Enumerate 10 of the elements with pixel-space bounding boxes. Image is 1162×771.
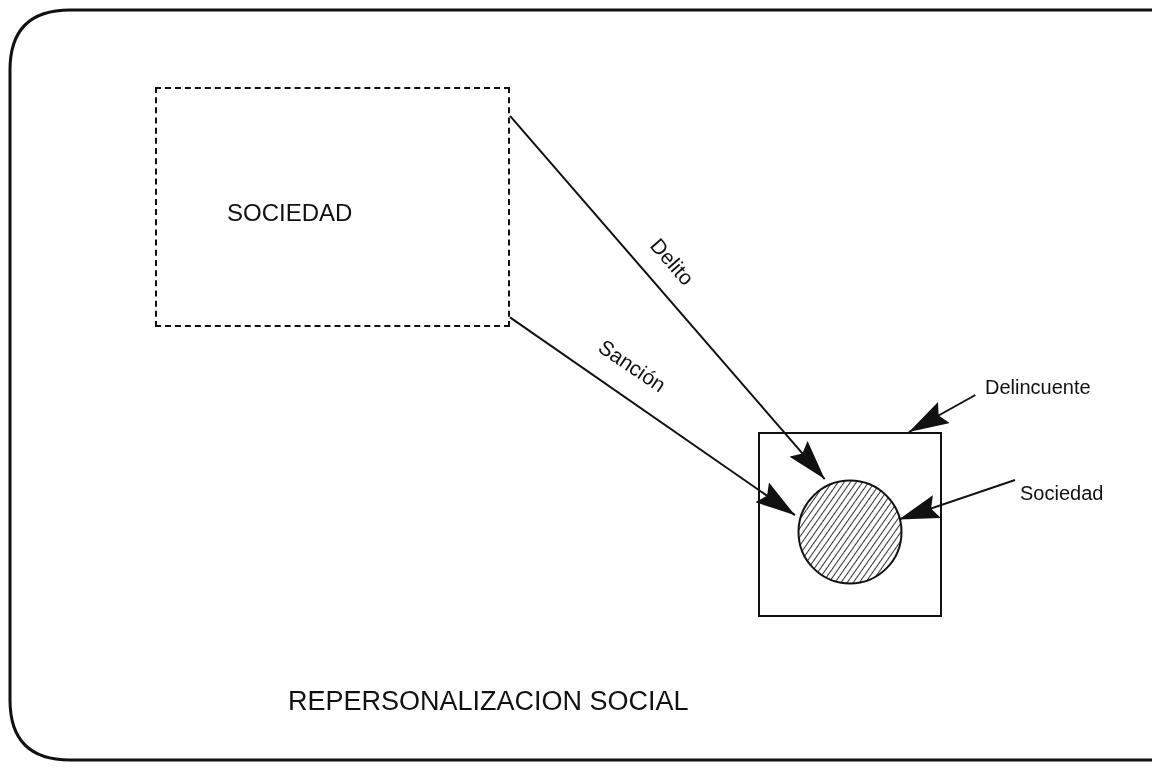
leader-arrow xyxy=(907,394,977,433)
dashed-box xyxy=(155,87,510,327)
box-label: SOCIEDAD xyxy=(227,199,353,227)
arrow xyxy=(509,316,796,517)
hatched-circle xyxy=(797,479,903,585)
diagram-title: REPERSONALIZACION SOCIAL xyxy=(288,686,689,717)
callout-label: Delincuente xyxy=(985,376,1091,399)
arrow xyxy=(509,114,826,481)
square-box xyxy=(758,432,942,617)
callout-label: Sociedad xyxy=(1020,482,1104,505)
